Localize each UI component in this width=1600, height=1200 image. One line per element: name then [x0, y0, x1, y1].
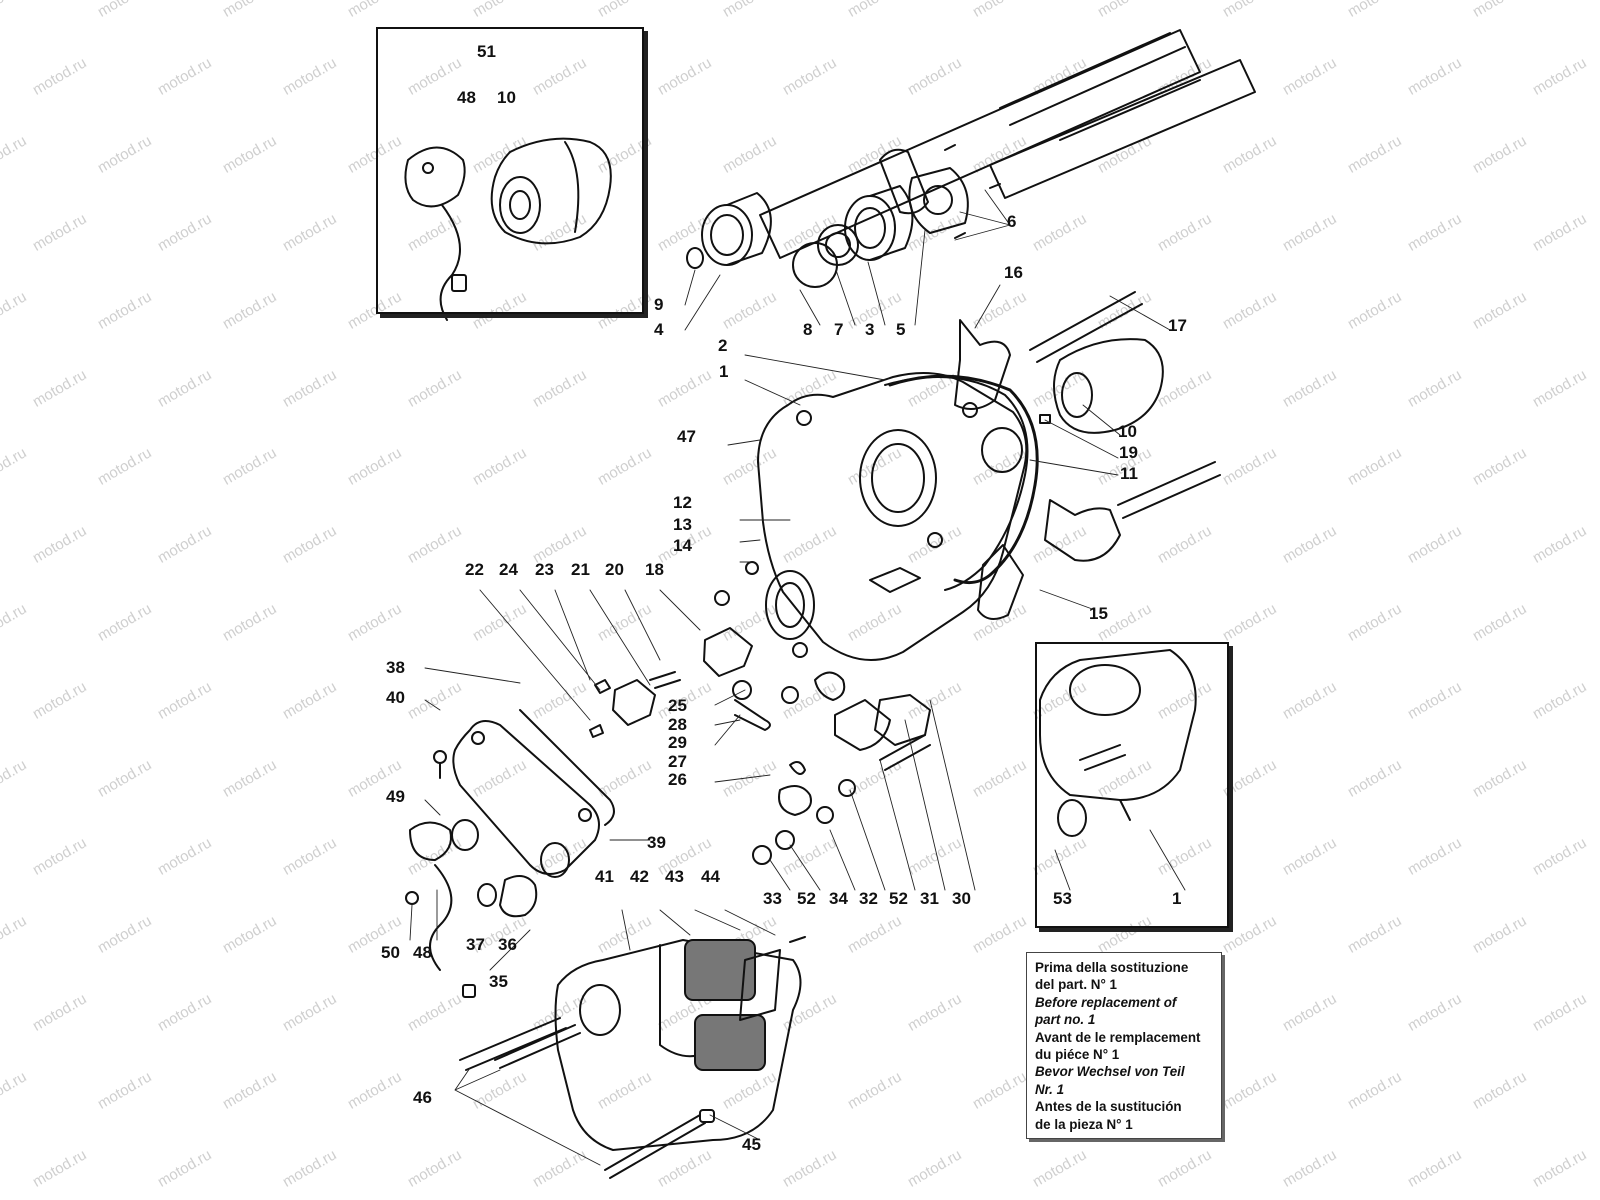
gearbox-case	[757, 372, 1029, 661]
callout-41: 41	[595, 867, 614, 886]
note-line: Prima della sostituzione	[1035, 960, 1189, 975]
callout-11: 11	[1120, 464, 1138, 483]
callout-23: 23	[535, 560, 554, 579]
callout-30: 30	[952, 889, 971, 908]
callout-47: 47	[677, 427, 696, 446]
callout-10b: 10	[1118, 422, 1137, 441]
callout-52a: 52	[797, 889, 816, 908]
callout-48a: 48	[457, 88, 476, 107]
inset-case-detail	[1039, 649, 1197, 837]
callout-36: 36	[498, 935, 517, 954]
callout-12: 12	[673, 493, 692, 512]
callout-7: 7	[834, 320, 844, 339]
callout-21: 21	[571, 560, 590, 579]
callout-44: 44	[701, 867, 720, 886]
inset-shift-drum-assembly	[404, 137, 612, 321]
callout-8: 8	[803, 320, 813, 339]
selector-mechanism-parts	[589, 561, 931, 865]
leader-lines	[409, 189, 1186, 1166]
callout-38: 38	[386, 658, 405, 677]
callout-32: 32	[859, 889, 878, 908]
bearing-group-top	[686, 144, 1001, 288]
callout-1b: 1	[1172, 889, 1182, 908]
callout-18: 18	[645, 560, 664, 579]
callout-13: 13	[673, 515, 692, 534]
note-line: Nr. 1	[1035, 1081, 1065, 1097]
callout-4: 4	[654, 320, 664, 339]
callout-14: 14	[673, 536, 692, 555]
note-line: de la pieza N° 1	[1035, 1116, 1133, 1132]
callout-34: 34	[829, 889, 848, 908]
callout-43: 43	[665, 867, 684, 886]
callout-52b: 52	[889, 889, 908, 908]
note-line: du piéce N° 1	[1035, 1047, 1120, 1063]
callout-42: 42	[630, 867, 649, 886]
callout-1a: 1	[719, 362, 729, 381]
callout-29: 29	[668, 733, 687, 752]
callout-16: 16	[1004, 263, 1023, 282]
callout-19: 19	[1119, 443, 1138, 462]
callout-10a: 10	[497, 88, 516, 107]
callout-28: 28	[668, 715, 687, 734]
callout-45: 45	[742, 1135, 761, 1154]
callout-27: 27	[668, 752, 687, 771]
note-line: Before replacement of	[1035, 994, 1177, 1010]
callout-48b: 48	[413, 943, 432, 962]
callout-22: 22	[465, 560, 484, 579]
callout-46: 46	[413, 1088, 432, 1107]
callout-26: 26	[668, 770, 687, 789]
callout-24: 24	[499, 560, 518, 579]
callout-50: 50	[381, 943, 400, 962]
callout-37: 37	[466, 935, 485, 954]
callout-25: 25	[668, 696, 687, 715]
callout-5: 5	[896, 320, 906, 339]
gasket	[888, 374, 1039, 585]
callout-15: 15	[1089, 604, 1108, 623]
callout-53: 53	[1053, 889, 1072, 908]
note-line: Avant de le remplacement	[1035, 1029, 1201, 1045]
callout-49: 49	[386, 787, 405, 806]
shift-forks-and-rods	[954, 291, 1221, 620]
callout-39: 39	[647, 833, 666, 852]
callout-3: 3	[865, 320, 875, 339]
inset-frame-bottom-right	[1035, 642, 1229, 928]
callout-35: 35	[489, 972, 508, 991]
callout-51: 51	[477, 42, 496, 61]
note-line: part no. 1	[1035, 1012, 1096, 1028]
callout-20: 20	[605, 560, 624, 579]
note-line: del part. N° 1	[1035, 977, 1117, 993]
callout-6: 6	[1007, 212, 1017, 231]
note-line: Bevor Wechsel von Teil	[1035, 1064, 1185, 1080]
callout-9: 9	[654, 295, 664, 314]
callout-2: 2	[718, 336, 728, 355]
note-line: Antes de la sustitución	[1035, 1099, 1182, 1115]
callout-40: 40	[386, 688, 405, 707]
callout-33: 33	[763, 889, 782, 908]
bottom-housing	[459, 936, 806, 1179]
callout-17: 17	[1168, 316, 1187, 335]
inset-frame-top-left	[376, 27, 644, 314]
side-cover-assembly	[405, 709, 615, 998]
transmission-shafts	[759, 29, 1256, 259]
callout-31: 31	[920, 889, 939, 908]
